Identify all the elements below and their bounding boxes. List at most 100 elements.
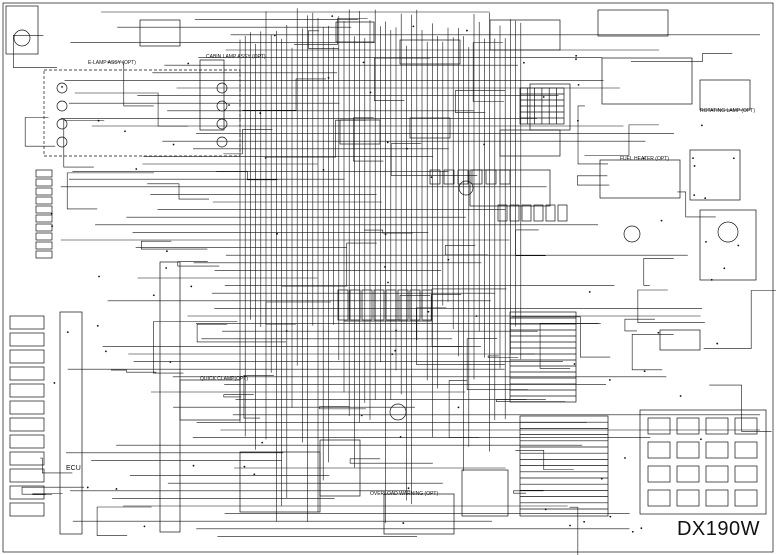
wire-path bbox=[153, 321, 238, 374]
junction-dot bbox=[253, 473, 256, 476]
switch-symbol bbox=[385, 289, 397, 321]
junction-dot bbox=[395, 329, 397, 332]
wire-path bbox=[631, 53, 733, 62]
relay-block bbox=[597, 9, 669, 37]
fuse-block bbox=[35, 214, 53, 223]
connector-face bbox=[705, 441, 729, 459]
junction-dot bbox=[243, 465, 246, 468]
wire-path bbox=[13, 35, 58, 68]
wire-path bbox=[216, 170, 278, 181]
wire-path bbox=[677, 191, 716, 218]
junction-dot bbox=[165, 267, 168, 269]
junction-dot bbox=[640, 527, 643, 530]
wire-path bbox=[577, 175, 610, 186]
connector-block bbox=[9, 417, 45, 432]
junction-dot bbox=[143, 525, 146, 528]
junction-dot bbox=[430, 176, 433, 179]
connector-block bbox=[9, 451, 45, 466]
junction-dot bbox=[575, 54, 578, 57]
junction-dot bbox=[466, 29, 468, 32]
wire-path bbox=[637, 289, 705, 324]
junction-dot bbox=[187, 62, 190, 65]
lamp-symbol bbox=[56, 82, 68, 94]
junction-dot bbox=[723, 267, 726, 270]
junction-dot bbox=[700, 438, 702, 441]
connector-face bbox=[676, 465, 700, 483]
wire-path bbox=[353, 117, 384, 162]
section-title-rotating-lamp: ROTATING LAMP (OPT) bbox=[700, 108, 755, 114]
relay-block bbox=[699, 79, 751, 111]
wire-path bbox=[466, 338, 528, 390]
junction-dot bbox=[542, 96, 545, 98]
switch-symbol bbox=[349, 289, 361, 321]
wire-path bbox=[223, 129, 273, 155]
junction-dot bbox=[97, 119, 100, 122]
junction-dot bbox=[457, 406, 460, 409]
junction-dot bbox=[273, 34, 276, 37]
relay-block bbox=[599, 159, 681, 199]
junction-dot bbox=[115, 488, 118, 490]
wire-path bbox=[472, 42, 505, 102]
wire-path bbox=[308, 30, 339, 49]
junction-dot bbox=[331, 15, 334, 17]
junction-dot bbox=[285, 330, 288, 332]
wire-path bbox=[515, 229, 546, 256]
connector-block bbox=[9, 434, 45, 449]
connector-block bbox=[9, 468, 45, 483]
wire-path bbox=[242, 78, 327, 111]
wire-path bbox=[454, 90, 506, 113]
relay-block bbox=[499, 129, 561, 157]
relay-symbol bbox=[545, 204, 556, 222]
relay-symbol bbox=[533, 204, 544, 222]
junction-dot bbox=[228, 104, 230, 106]
junction-dot bbox=[609, 379, 611, 381]
fuse-block bbox=[35, 205, 53, 214]
connector-block bbox=[9, 502, 45, 517]
buzzer-block bbox=[659, 329, 701, 351]
section-title-elamp: E-LAMP ASSY (OPT) bbox=[88, 60, 136, 66]
relay-symbol bbox=[485, 169, 497, 185]
junction-dot bbox=[192, 464, 195, 467]
wire-path bbox=[431, 288, 507, 347]
junction-dot bbox=[98, 275, 100, 278]
junction-dot bbox=[693, 165, 696, 167]
junction-dot bbox=[66, 331, 69, 334]
switch-symbol bbox=[397, 289, 409, 321]
wire-path bbox=[281, 242, 377, 287]
junction-dot bbox=[624, 457, 626, 459]
junction-dot bbox=[369, 91, 372, 94]
junction-dot bbox=[407, 487, 410, 490]
wire-path bbox=[511, 316, 611, 358]
section-title-fuel-heater: FUEL HEATER (OPT) bbox=[620, 156, 669, 162]
elamp-assembly bbox=[43, 69, 241, 157]
junction-dot bbox=[737, 244, 740, 247]
model-name: DX190W bbox=[676, 518, 760, 540]
junction-dot bbox=[124, 130, 126, 133]
junction-dot bbox=[394, 349, 397, 352]
junction-dot bbox=[701, 124, 703, 127]
wire-path bbox=[223, 394, 254, 398]
relay-block bbox=[335, 21, 375, 43]
connector-face bbox=[705, 489, 729, 507]
section-title-cabin-lamp: CABIN LAMP ASSY (OPT) bbox=[206, 54, 266, 60]
relay-block bbox=[489, 19, 561, 51]
relay-symbol bbox=[429, 169, 441, 185]
lamp-symbol bbox=[56, 100, 68, 112]
wire-path bbox=[21, 486, 85, 495]
lamp-symbol bbox=[216, 136, 228, 148]
wire-path bbox=[364, 229, 413, 234]
wire-path bbox=[63, 119, 105, 168]
junction-dot bbox=[399, 435, 402, 438]
fuse-block bbox=[35, 196, 53, 205]
wire-layer bbox=[13, 8, 776, 555]
wire-path bbox=[141, 240, 208, 250]
relay-symbol bbox=[471, 169, 483, 185]
junction-dot bbox=[583, 520, 586, 523]
lamp-symbol bbox=[56, 136, 68, 148]
junction-dot bbox=[152, 294, 155, 297]
connector-face bbox=[676, 417, 700, 435]
junction-dot bbox=[577, 83, 580, 86]
junction-dot bbox=[172, 143, 175, 146]
